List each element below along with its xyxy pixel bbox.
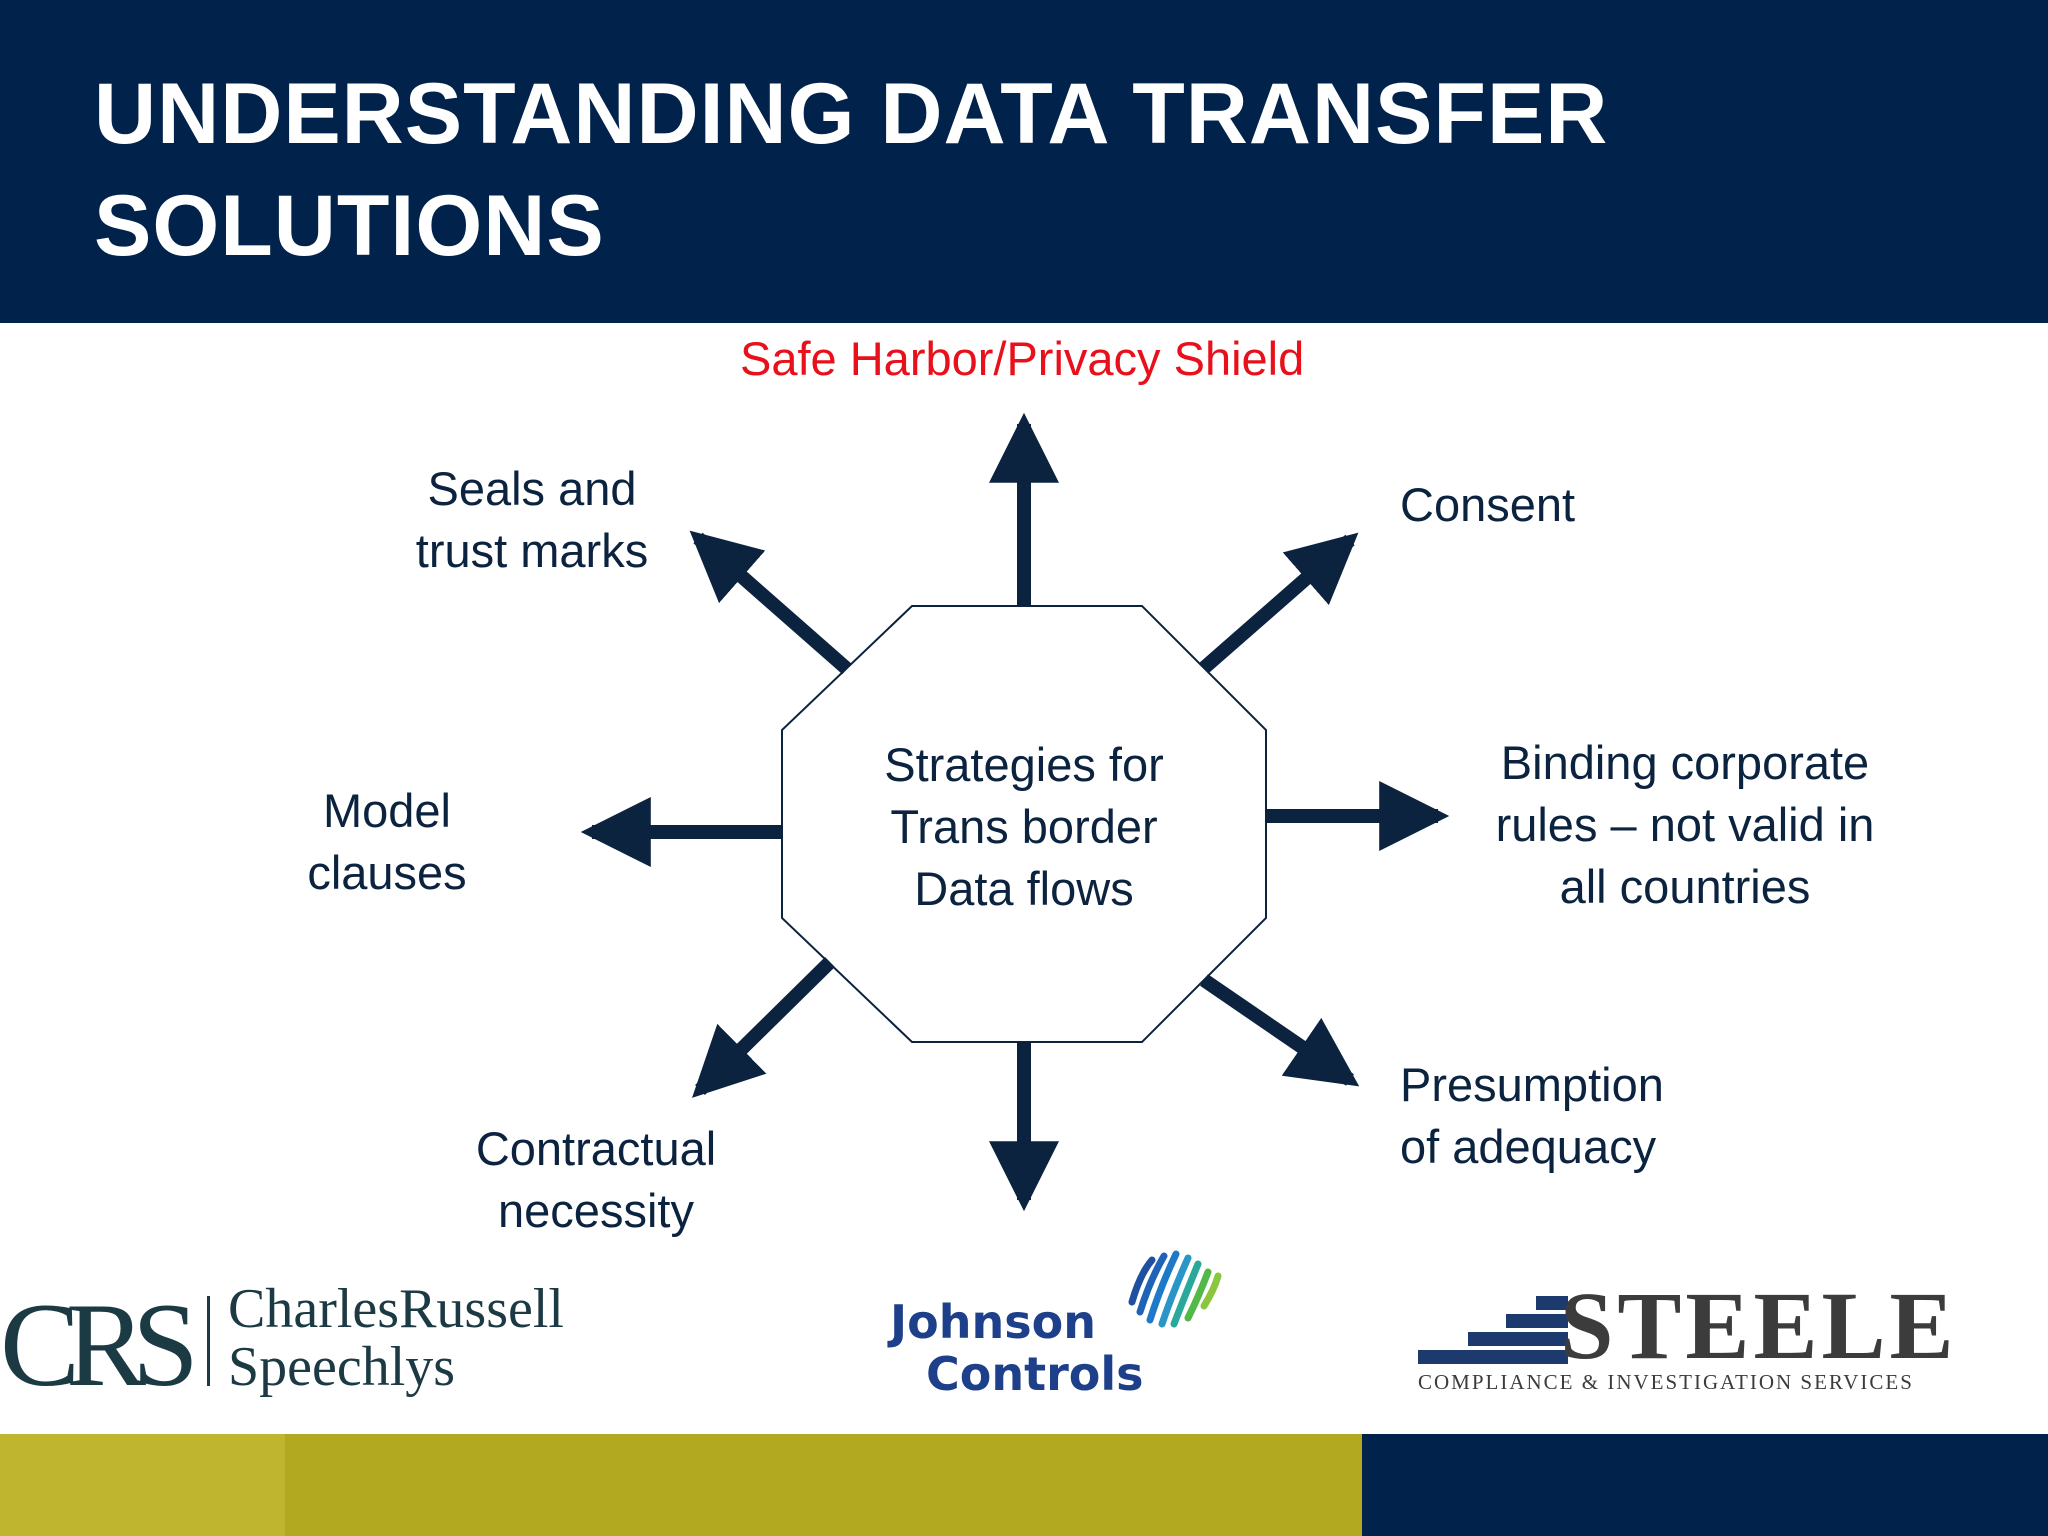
node-binding-corporate-rules: Binding corporate rules – not valid in a… [1440,732,1930,918]
node-consent: Consent [1400,474,1575,536]
crs-name-line-1: CharlesRussell [228,1278,564,1340]
node-presumption-of-adequacy: Presumption of adequacy [1400,1054,1664,1178]
node-consent-label: Consent [1400,478,1576,531]
node-seals-line-2: trust marks [415,524,649,577]
node-presumption-line-1: Presumption [1400,1058,1664,1111]
steele-name: STEELE [1560,1272,1958,1379]
crs-divider [207,1296,210,1386]
arrow-bottom-left [692,957,835,1098]
node-model-clauses: Model clauses [272,780,502,904]
node-bcr-line-3: all countries [1559,860,1811,913]
center-label: Strategies for Trans border Data flows [824,734,1224,920]
center-label-line-3: Data flows [914,862,1134,915]
node-seals-line-1: Seals and [427,462,637,515]
johnson-controls-emblem-icon [1128,1250,1222,1328]
node-model-line-1: Model [322,784,451,837]
crs-name-line-2: Speechlys [228,1336,456,1398]
node-presumption-line-2: of adequacy [1400,1120,1657,1173]
node-seals-trust-marks: Seals and trust marks [382,458,682,582]
jc-name-line-1: Johnson [890,1295,1096,1349]
steele-tagline: COMPLIANCE & INVESTIGATION SERVICES [1418,1370,1914,1394]
node-contractual-necessity: Contractual necessity [446,1118,746,1242]
slide-title-line-1: UNDERSTANDING DATA TRANSFER [94,66,1609,162]
crs-monogram: CRS [0,1278,199,1411]
node-safe-harbor: Safe Harbor/Privacy Shield [740,328,1304,390]
steele-steps-icon [1418,1296,1568,1364]
node-bcr-line-2: rules – not valid in [1495,798,1875,851]
footer-navy-bar [1362,1434,2048,1536]
crs-name: CharlesRussell Speechlys [228,1280,564,1396]
slide-title-line-2: SOLUTIONS [94,178,605,274]
center-label-line-2: Trans border [890,800,1158,853]
node-contractual-line-2: necessity [498,1184,694,1237]
center-label-line-1: Strategies for [884,738,1164,791]
node-model-line-2: clauses [307,846,467,899]
slide-title: UNDERSTANDING DATA TRANSFER SOLUTIONS [94,58,1944,282]
arrow-top-right [1199,532,1359,674]
johnson-controls-name: Johnson Controls [890,1296,1144,1400]
footer-olive-light-segment [0,1434,285,1536]
center-octagon [781,605,1267,1043]
arrow-top-left [689,530,852,675]
jc-name-line-2: Controls [926,1347,1144,1401]
arrow-bottom-right [1200,974,1360,1087]
node-safe-harbor-label: Safe Harbor/Privacy Shield [740,332,1305,385]
slide-header: UNDERSTANDING DATA TRANSFER SOLUTIONS [0,0,2048,323]
node-contractual-line-1: Contractual [475,1122,717,1175]
node-bcr-line-1: Binding corporate [1500,736,1870,789]
